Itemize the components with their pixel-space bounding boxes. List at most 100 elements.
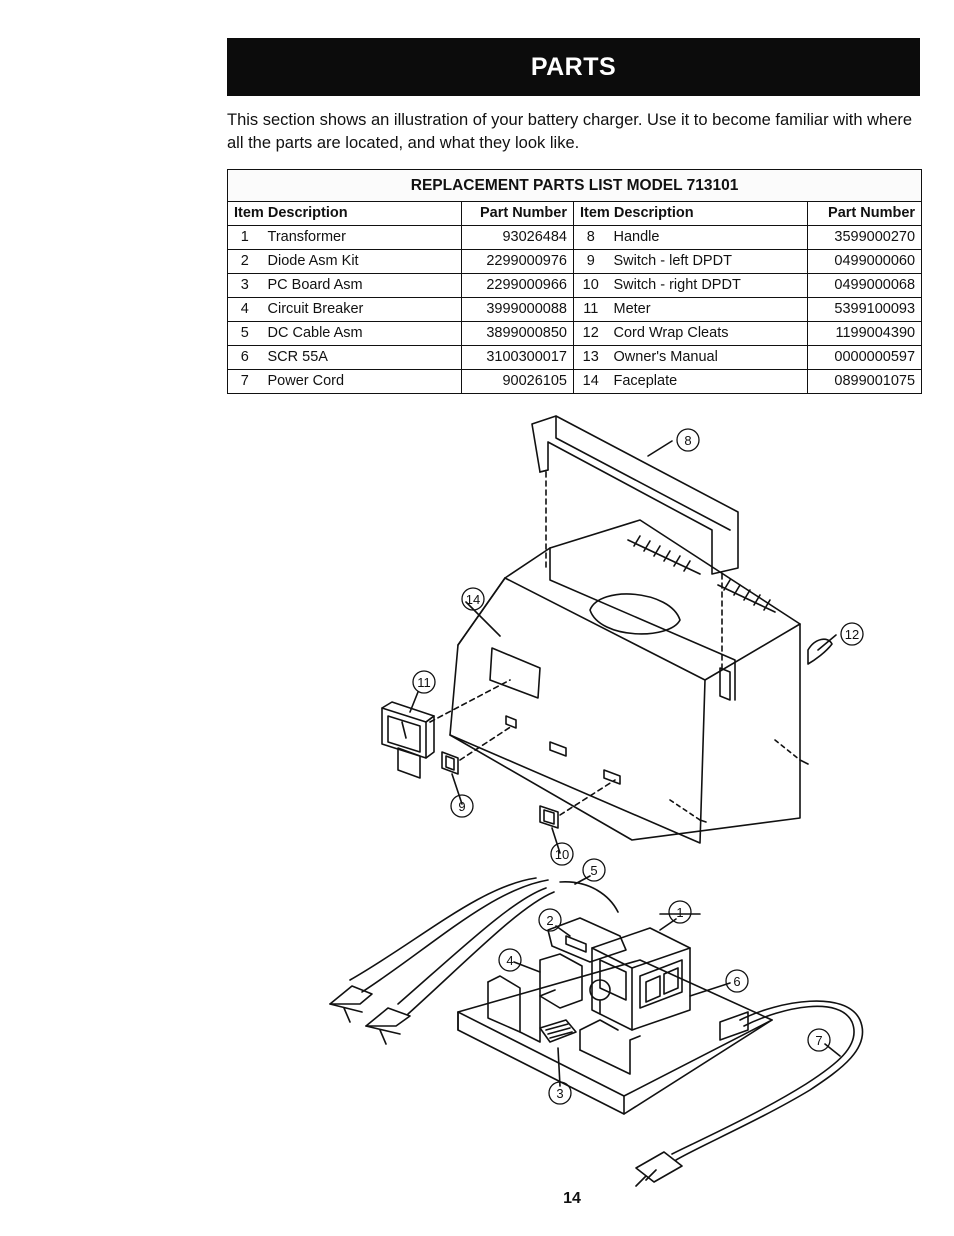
callout-leader-lines: [409, 440, 841, 1087]
item-description: Diode Asm Kit: [261, 249, 462, 274]
callout-circle-10: [550, 842, 574, 866]
item-number: 9: [573, 249, 608, 274]
table-row: 3 PC Board Asm 2299000966 10 Switch - ri…: [227, 273, 923, 298]
table-row: 1 Transformer 93026484 8 Handle 35990002…: [227, 225, 923, 250]
callout-circle-8: [676, 428, 700, 452]
part-number: 90026105: [461, 369, 574, 394]
header-item-description-right: Item Description: [573, 201, 808, 226]
callout-label: 8: [684, 433, 691, 448]
item-number: 14: [573, 369, 608, 394]
dc-cable-drawing: [329, 877, 619, 1045]
part-number: 2299000966: [461, 273, 574, 298]
item-number: 5: [227, 321, 262, 346]
internal-components-drawing: [539, 917, 749, 1043]
part-number: 1199004390: [806, 321, 923, 346]
item-description: Switch - left DPDT: [607, 249, 808, 274]
header-part-number-right: Part Number: [806, 201, 923, 226]
item-description: Power Cord: [261, 369, 462, 394]
table-row: 5 DC Cable Asm 3899000850 12 Cord Wrap C…: [227, 321, 923, 346]
power-cord-drawing: [635, 1000, 864, 1187]
table-row: 6 SCR 55A 3100300017 13 Owner's Manual 0…: [227, 345, 923, 370]
cord-wrap-cleat-drawing: [807, 638, 833, 665]
item-description: Circuit Breaker: [261, 297, 462, 322]
part-number: 93026484: [461, 225, 574, 250]
item-number: 8: [573, 225, 608, 250]
table-title-row: REPLACEMENT PARTS LIST MODEL 713101: [226, 169, 923, 202]
callout-label: 12: [845, 627, 859, 642]
item-number: 1: [227, 225, 262, 250]
part-number: 3899000850: [461, 321, 574, 346]
item-number: 7: [227, 369, 262, 394]
part-number: 2299000976: [461, 249, 574, 274]
header-item-description-left: Item Description: [227, 201, 462, 226]
callout-circle-3: [548, 1081, 572, 1105]
page-number: 14: [563, 1190, 581, 1207]
callout-label: 6: [733, 974, 740, 989]
item-number: 4: [227, 297, 262, 322]
item-number: 10: [573, 273, 608, 298]
callout-label: 5: [590, 863, 597, 878]
item-description: Owner's Manual: [607, 345, 808, 370]
callout-circle-14: [461, 587, 485, 611]
item-description: DC Cable Asm: [261, 321, 462, 346]
part-number: 0499000060: [806, 249, 923, 274]
meter-drawing: [381, 701, 435, 779]
item-description: Meter: [607, 297, 808, 322]
table-row: 7 Power Cord 90026105 14 Faceplate 08990…: [227, 369, 923, 394]
table-row: 2 Diode Asm Kit 2299000976 9 Switch - le…: [227, 249, 923, 274]
switch-drawings: [441, 751, 559, 829]
item-number: 2: [227, 249, 262, 274]
section-banner: PARTS: [227, 38, 920, 96]
callout-label: 14: [466, 592, 480, 607]
table-body: 1 Transformer 93026484 8 Handle 35990002…: [227, 225, 923, 394]
section-title: PARTS: [530, 52, 617, 81]
intro-paragraph: This section shows an illustration of yo…: [227, 111, 913, 152]
callout-label: 3: [556, 1086, 563, 1101]
item-number: 12: [573, 321, 608, 346]
part-number: 0000000597: [806, 345, 923, 370]
callout-label: 10: [555, 847, 569, 862]
table-row: 4 Circuit Breaker 3999000088 11 Meter 53…: [227, 297, 923, 322]
callout-circle-5: [582, 858, 606, 882]
item-description: SCR 55A: [261, 345, 462, 370]
exploded-parts-diagram: 8 14 12 11 9 10 5 1 2 4 6 7 3: [329, 415, 864, 1187]
part-number: 5399100093: [806, 297, 923, 322]
part-number: 3999000088: [461, 297, 574, 322]
transformer-drawing: [591, 913, 701, 1031]
table-header-row: Item Description Part Number Item Descri…: [227, 201, 923, 226]
table-title: REPLACEMENT PARTS LIST MODEL 713101: [226, 169, 923, 202]
item-number: 6: [227, 345, 262, 370]
item-number: 11: [573, 297, 608, 322]
callout-label: 7: [815, 1033, 822, 1048]
item-number: 3: [227, 273, 262, 298]
base-plate-drawing: [457, 959, 773, 1115]
item-description: Handle: [607, 225, 808, 250]
callout-circle-1: [668, 900, 692, 924]
callout-label: 1: [676, 905, 683, 920]
callout-circle-12: [840, 622, 864, 646]
callout-circles: [412, 428, 864, 1105]
callout-label: 9: [458, 799, 465, 814]
item-description: Faceplate: [607, 369, 808, 394]
item-description: PC Board Asm: [261, 273, 462, 298]
item-description: Cord Wrap Cleats: [607, 321, 808, 346]
callout-circle-2: [538, 908, 562, 932]
part-number: 0499000068: [806, 273, 923, 298]
callout-circle-11: [412, 670, 436, 694]
callout-circle-7: [807, 1028, 831, 1052]
item-number: 13: [573, 345, 608, 370]
callout-label: 11: [417, 675, 431, 690]
callout-labels: 8 14 12 11 9 10 5 1 2 4 6 7 3: [417, 433, 859, 1101]
item-description: Transformer: [261, 225, 462, 250]
callout-circle-4: [498, 948, 522, 972]
handle-drawing: [531, 415, 739, 575]
callout-label: 4: [506, 953, 513, 968]
charger-housing-drawing: [429, 471, 809, 844]
callout-circle-6: [725, 969, 749, 993]
part-number: 3599000270: [806, 225, 923, 250]
item-description: Switch - right DPDT: [607, 273, 808, 298]
part-number: 3100300017: [461, 345, 574, 370]
replacement-parts-table: REPLACEMENT PARTS LIST MODEL 713101 Item…: [226, 169, 923, 394]
part-number: 0899001075: [806, 369, 923, 394]
header-part-number-left: Part Number: [461, 201, 574, 226]
